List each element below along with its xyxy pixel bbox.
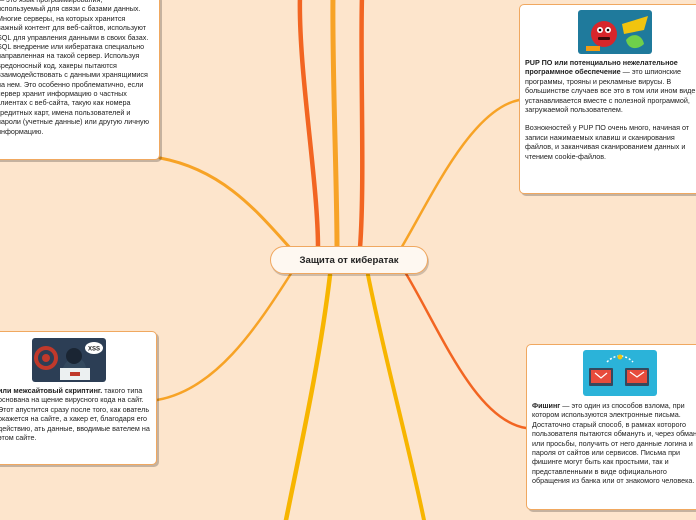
topic-phishing[interactable]: Фишинг — это один из способов взлома, пр… — [526, 344, 696, 510]
branch-to-pup — [398, 98, 521, 252]
central-topic-title: Защита от кибератак — [299, 254, 399, 266]
branch-to-phish — [403, 270, 528, 430]
topic-phishing-text: — это один из способов взлома, при котор… — [532, 401, 696, 486]
branch-to-sql — [158, 156, 294, 252]
topic-pup[interactable]: PUP ПО или потенциально нежелательное пр… — [519, 4, 696, 194]
branch-top-center — [330, 0, 340, 251]
branch-top-right — [357, 0, 365, 251]
central-topic[interactable]: Защита от кибератак — [270, 246, 428, 274]
svg-text:XSS: XSS — [88, 347, 100, 353]
branch-to-xss — [155, 270, 294, 402]
phishing-mail-icon — [583, 350, 657, 396]
hacker-laptop-icon: XSS — [32, 338, 106, 382]
topic-phishing-title: Фишинг — [532, 401, 561, 410]
topic-pup-text: — это шпионские программы, трояны и рекл… — [525, 67, 696, 115]
topic-sql-injection[interactable]: — это язык программирования, используемы… — [0, 0, 160, 160]
branch-top-left — [297, 0, 321, 251]
branch-bottom-left — [283, 272, 333, 520]
topic-xss[interactable]: XSS или межсайтовый скриптинг. такого ти… — [0, 331, 157, 465]
topic-xss-title: или межсайтовый скриптинг. — [0, 386, 103, 395]
topic-pup-title: PUP ПО или потенциально нежелательное пр… — [525, 58, 678, 77]
malware-character-icon — [578, 10, 652, 54]
topic-pup-text2: Вознокностей у PUP ПО очень много, начин… — [525, 123, 690, 161]
branch-bottom-right — [366, 273, 427, 520]
topic-sql-text: — это язык программирования, используемы… — [0, 0, 149, 136]
topic-xss-text: такого типа основана на щение вирусного … — [0, 386, 150, 443]
